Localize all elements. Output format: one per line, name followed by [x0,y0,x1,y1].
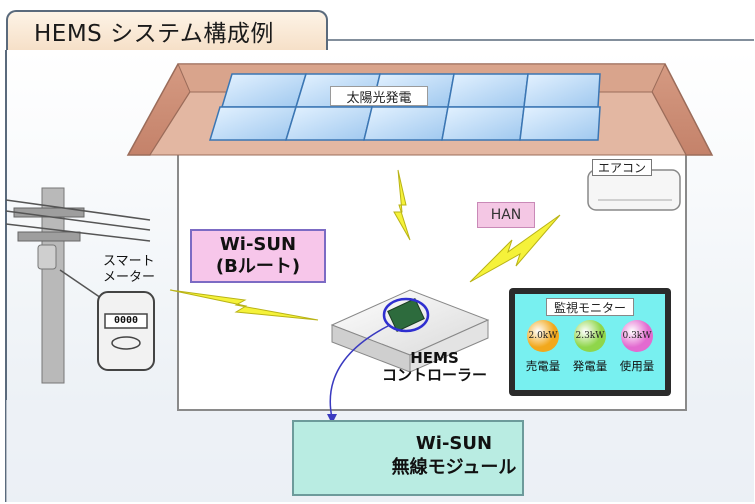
wireless-links [169,169,561,321]
gauge-usage-label: 使用量 [619,359,655,373]
wisun-module-label: Wi-SUN 無線モジュール [384,432,524,480]
monitor-title: 監視モニター [546,298,634,316]
aircon-label: エアコン [592,159,652,176]
hems-line1: HEMS [410,349,459,367]
smart-meter [97,291,155,371]
meter-digits: 0000 [113,315,139,326]
solar-panels [208,73,601,141]
lightning-han [469,214,561,283]
hems-controller [330,289,490,373]
gauge-sell: 2.0kW [527,320,559,352]
monitor-screen: 監視モニター 2.0kW 2.3kW 0.3kW 売電量 発電量 使用量 [515,294,665,390]
han-label: HAN [477,202,535,228]
module-line1: Wi-SUN [415,433,493,454]
gauge-generate: 2.3kW [574,320,606,352]
smart-meter-label: スマート メーター [103,254,155,286]
module-line2: 無線モジュール [391,457,517,478]
gauge-sell-label: 売電量 [525,359,561,373]
hems-line2: コントローラー [382,366,488,384]
gauge-usage: 0.3kW [621,320,653,352]
wisun-module-box: Wi-SUN 無線モジュール [292,420,524,496]
module-arrow [327,324,391,424]
monitor-device: 監視モニター 2.0kW 2.3kW 0.3kW 売電量 発電量 使用量 [509,288,671,396]
wisun-b-line1: Wi-SUN [219,234,297,255]
page-title: HEMS システム構成例 [6,10,328,50]
wisun-b-line2: (Bルート) [215,256,301,277]
hems-controller-label: HEMS コントローラー [382,350,487,384]
smart-meter-line1: スマート [103,254,155,269]
smart-meter-line2: メーター [103,270,156,285]
utility-pole [5,187,151,384]
gauge-generate-label: 発電量 [572,359,608,373]
air-conditioner [587,169,681,211]
module-highlight-circle [382,297,430,333]
solar-label: 太陽光発電 [330,86,428,106]
wisun-b-route-label: Wi-SUN (Bルート) [190,229,326,283]
lightning-solar [393,169,411,241]
lightning-wisun-b [169,289,319,321]
